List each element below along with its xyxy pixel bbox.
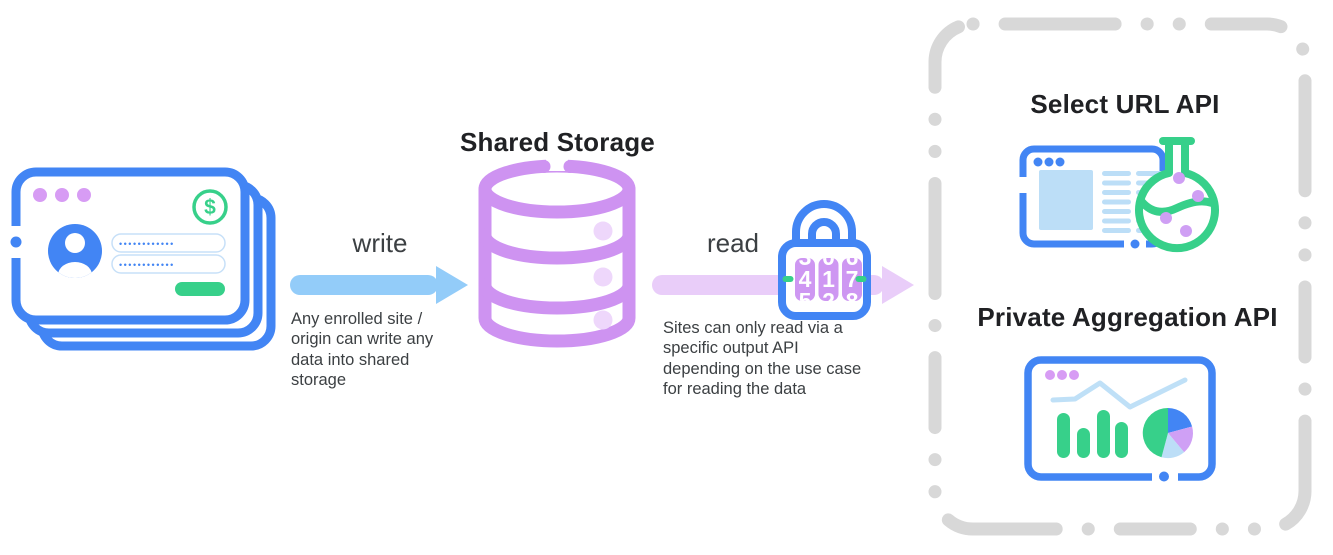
flask-bubble xyxy=(1192,190,1204,202)
lock-digit: 4 xyxy=(799,266,812,292)
bar-chart xyxy=(1057,410,1128,458)
output-api-panel-border xyxy=(928,17,1312,536)
pie-slice-blue xyxy=(1168,408,1193,433)
svg-text:2: 2 xyxy=(822,288,835,314)
password-dots: •••••••••••• xyxy=(119,260,175,270)
private-aggregation-api-title: Private Aggregation API xyxy=(977,302,1278,332)
lock-wheel-digits: 0 1 2 xyxy=(822,244,835,314)
lock-shackle-inner xyxy=(808,218,840,248)
read-label: read xyxy=(706,228,760,258)
arrow-head xyxy=(436,266,468,304)
avatar-shoulders xyxy=(58,262,92,278)
svg-text:5: 5 xyxy=(799,288,812,314)
browser-window-flask-icon xyxy=(1018,137,1219,253)
password-field xyxy=(111,233,226,253)
lock-wheel xyxy=(795,258,815,301)
write-caption: Any enrolled site / origin can write any… xyxy=(291,310,434,389)
flask-liquid-wave xyxy=(1138,197,1216,216)
lock-wheel xyxy=(818,258,839,301)
lock-shackle-outer xyxy=(792,200,856,248)
db-indicator-dot xyxy=(593,310,613,330)
db-indicator-dot xyxy=(593,221,613,241)
combination-lock-icon: 3 4 5 0 1 2 6 7 8 xyxy=(778,200,871,320)
read-caption: Sites can only read via a specific outpu… xyxy=(663,319,862,398)
bar xyxy=(1097,410,1110,458)
border-gap xyxy=(1018,177,1027,193)
window-dot-icon xyxy=(1045,370,1055,380)
window-dot-icon xyxy=(1057,370,1067,380)
lock-wheel-digits: 6 7 8 xyxy=(846,244,859,314)
arrow-head xyxy=(882,266,914,304)
svg-text:6: 6 xyxy=(846,244,859,270)
lock-wheel xyxy=(842,258,862,301)
bar xyxy=(1057,413,1070,458)
bar xyxy=(1077,428,1090,458)
svg-text:3: 3 xyxy=(799,244,812,270)
window-dot-icon xyxy=(1044,157,1054,167)
flask-bubble xyxy=(1173,172,1185,184)
avatar-head xyxy=(65,233,85,253)
submit-button-shape xyxy=(175,282,225,296)
border-dash-dot xyxy=(1159,471,1169,482)
db-separator xyxy=(478,228,636,265)
db-top xyxy=(478,159,636,219)
password-dots: •••••••••••• xyxy=(119,239,175,249)
line-chart xyxy=(1050,377,1188,410)
write-arrow xyxy=(290,266,468,304)
avatar xyxy=(48,224,102,278)
border-dash-dot xyxy=(10,236,22,248)
window-dot-icon xyxy=(33,188,47,202)
dollar-circle-icon: $ xyxy=(192,189,228,225)
login-stack-icon: $ •••••••••••• •••••••••••• xyxy=(9,167,276,351)
lock-tick xyxy=(855,276,867,282)
pie-slice-green xyxy=(1142,407,1168,458)
password-field xyxy=(111,254,226,274)
window-dot-icon xyxy=(1069,370,1079,380)
window-control-dots xyxy=(33,188,91,202)
select-url-api-title: Select URL API xyxy=(1030,89,1220,119)
pie-chart xyxy=(1142,407,1193,459)
db-separator xyxy=(478,278,636,315)
svg-text:0: 0 xyxy=(822,244,835,270)
window-dot-icon xyxy=(1033,157,1043,167)
flask-icon xyxy=(1135,137,1219,253)
dashboard-charts-icon xyxy=(1024,356,1216,482)
bar xyxy=(1115,422,1128,458)
lock-digit: 7 xyxy=(846,266,859,292)
svg-text:8: 8 xyxy=(846,288,859,314)
flask-bubble xyxy=(1160,212,1172,224)
database-cylinder-icon xyxy=(478,157,636,348)
window-dot-icon xyxy=(1055,157,1065,167)
currency-symbol: $ xyxy=(204,196,216,219)
pie-slice-lightblue xyxy=(1161,433,1185,459)
border-dash-dot xyxy=(1130,239,1140,249)
window-dot-icon xyxy=(55,188,69,202)
write-label: write xyxy=(352,228,408,258)
content-block xyxy=(1039,170,1093,230)
db-indicator-dot xyxy=(593,267,613,287)
db-top-gap xyxy=(546,157,568,171)
lock-tick xyxy=(782,276,794,282)
password-fields: •••••••••••• •••••••••••• xyxy=(111,233,226,274)
pie-slice-purple xyxy=(1168,426,1193,453)
flask-bubble xyxy=(1180,225,1192,237)
lock-digit: 1 xyxy=(822,266,835,292)
shared-storage-title: Shared Storage xyxy=(460,127,655,157)
lock-wheel-digits: 3 4 5 xyxy=(799,244,812,314)
window-dot-icon xyxy=(77,188,91,202)
